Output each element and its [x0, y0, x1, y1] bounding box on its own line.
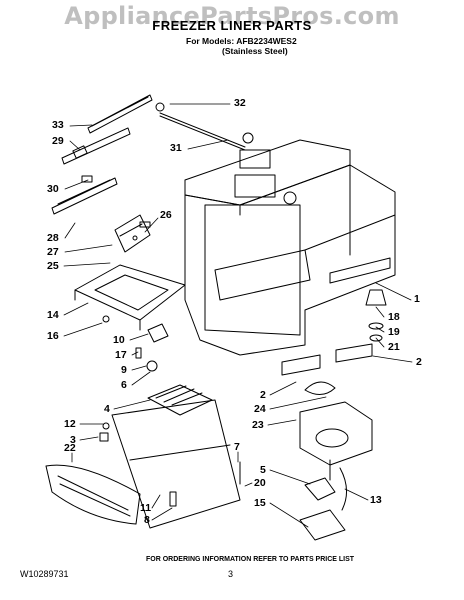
page-number: 3: [228, 569, 234, 579]
callout-31: 31: [170, 142, 182, 154]
callout-14: 14: [47, 309, 59, 321]
callout-9: 9: [121, 364, 127, 376]
small-parts: [99, 315, 169, 442]
callout-20: 20: [254, 477, 266, 489]
callout-19: 19: [388, 326, 400, 338]
front-grille: [45, 464, 141, 525]
callout-29: 29: [52, 135, 64, 147]
right-components: [239, 289, 387, 541]
callout-13: 13: [370, 494, 382, 506]
leader-lines: [63, 103, 413, 528]
callout-33: 33: [52, 119, 64, 131]
callout-10: 10: [113, 334, 125, 346]
callout-7: 7: [234, 441, 240, 453]
callout-27: 27: [47, 246, 59, 258]
model-finish: (Stainless Steel): [222, 46, 288, 56]
freezer-liner: [184, 139, 396, 356]
callout-16: 16: [47, 330, 59, 342]
page-title: FREEZER LINER PARTS: [152, 18, 312, 33]
callout-6: 6: [121, 379, 127, 391]
callout-21: 21: [388, 341, 400, 353]
model-number: For Models: AFB2234WES2: [186, 36, 297, 46]
ordering-note: FOR ORDERING INFORMATION REFER TO PARTS …: [146, 556, 355, 563]
callout-2-upper: 2: [416, 356, 422, 368]
callout-24: 24: [254, 403, 266, 415]
callout-18: 18: [388, 311, 400, 323]
drawer-tray: [74, 264, 186, 331]
callout-28: 28: [47, 232, 59, 244]
callout-23: 23: [252, 419, 264, 431]
bracket-parts: [114, 214, 151, 253]
watermark: AppliancePartsPros.com: [64, 2, 400, 30]
callout-4: 4: [104, 403, 110, 415]
lower-panel: [111, 399, 241, 529]
model-info: For Models: AFB2234WES2 (Stainless Steel…: [186, 36, 297, 56]
callout-22: 22: [64, 442, 76, 454]
callout-15: 15: [254, 497, 266, 509]
rail-assembly: [51, 94, 254, 215]
callout-26: 26: [160, 209, 172, 221]
callout-8: 8: [144, 514, 150, 526]
callout-32: 32: [234, 97, 246, 109]
shelf-grille: [147, 384, 213, 416]
callout-2-lower: 2: [260, 389, 266, 401]
callout-12: 12: [64, 418, 76, 430]
callout-25: 25: [47, 260, 59, 272]
callout-17: 17: [115, 349, 127, 361]
callout-1: 1: [414, 293, 420, 305]
callout-11: 11: [140, 502, 152, 514]
callout-5: 5: [260, 464, 266, 476]
callout-30: 30: [47, 183, 59, 195]
callout-3: 3: [70, 434, 76, 446]
document-id: W10289731: [20, 569, 69, 579]
